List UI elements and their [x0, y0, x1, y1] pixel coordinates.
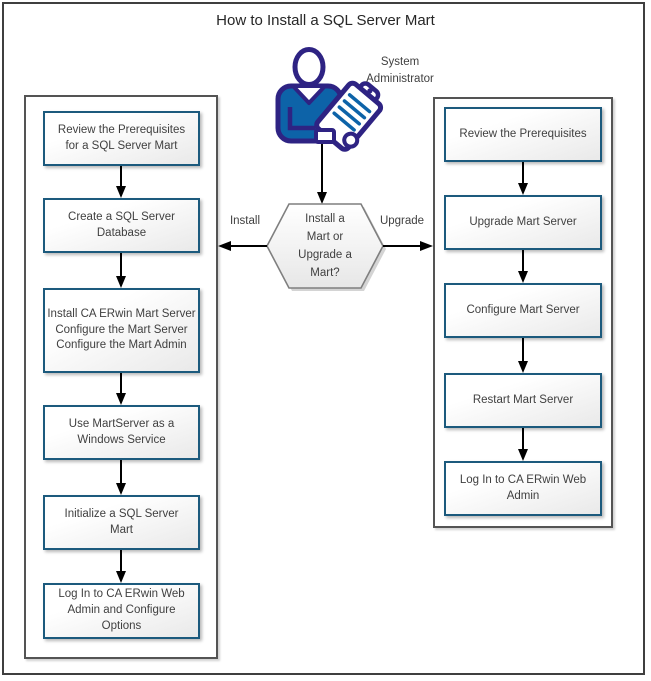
arrowhead-down-icon — [116, 276, 126, 288]
step-login-web-admin-configure: Log In to CA ERwin Web Admin and Configu… — [43, 583, 200, 639]
step-login-web-admin: Log In to CA ERwin Web Admin — [444, 461, 602, 516]
system-administrator-icon — [275, 47, 384, 152]
arrowhead-down-icon — [518, 183, 528, 195]
flow-connector — [522, 162, 524, 183]
connector-decision-to-upgrade — [383, 245, 421, 247]
decision-hexagon — [266, 203, 386, 291]
arrowhead-down-icon — [116, 571, 126, 583]
decision-question: Install a Mart or Upgrade a Mart? — [298, 213, 352, 279]
actor-label: System Administrator — [366, 56, 434, 85]
diagram-title: How to Install a SQL Server Mart — [216, 12, 435, 29]
flow-connector — [120, 373, 122, 393]
step-configure-mart-server: Configure Mart Server — [444, 283, 602, 338]
connector-actor-to-decision — [321, 144, 323, 193]
flow-connector — [522, 338, 524, 361]
arrowhead-down-icon — [518, 271, 528, 283]
step-upgrade-mart-server: Upgrade Mart Server — [444, 195, 602, 250]
arrowhead-down-icon — [317, 192, 327, 204]
step-restart-mart-server: Restart Mart Server — [444, 373, 602, 428]
arrowhead-down-icon — [518, 449, 528, 461]
flow-connector — [522, 428, 524, 449]
flow-connector — [522, 250, 524, 271]
flow-connector — [120, 166, 122, 186]
arrowhead-left-icon — [218, 241, 231, 251]
flow-connector — [120, 550, 122, 571]
step-install-mart-server: Install CA ERwin Mart Server Configure t… — [43, 288, 200, 373]
connector-decision-to-install — [230, 245, 267, 247]
step-initialize-sql-mart: Initialize a SQL Server Mart — [43, 495, 200, 550]
step-use-martserver-windows-service: Use MartServer as a Windows Service — [43, 405, 200, 460]
step-review-prerequisites: Review the Prerequisites — [444, 107, 602, 162]
step-review-prerequisites-sql: Review the Prerequisites for a SQL Serve… — [43, 111, 200, 166]
arrowhead-down-icon — [518, 361, 528, 373]
arrowhead-down-icon — [116, 483, 126, 495]
branch-label-install: Install — [229, 215, 261, 227]
arrowhead-down-icon — [116, 393, 126, 405]
flow-connector — [120, 253, 122, 276]
flow-connector — [120, 460, 122, 483]
branch-label-upgrade: Upgrade — [379, 215, 425, 227]
arrowhead-right-icon — [420, 241, 433, 251]
step-create-sql-database: Create a SQL Server Database — [43, 198, 200, 253]
arrowhead-down-icon — [116, 186, 126, 198]
